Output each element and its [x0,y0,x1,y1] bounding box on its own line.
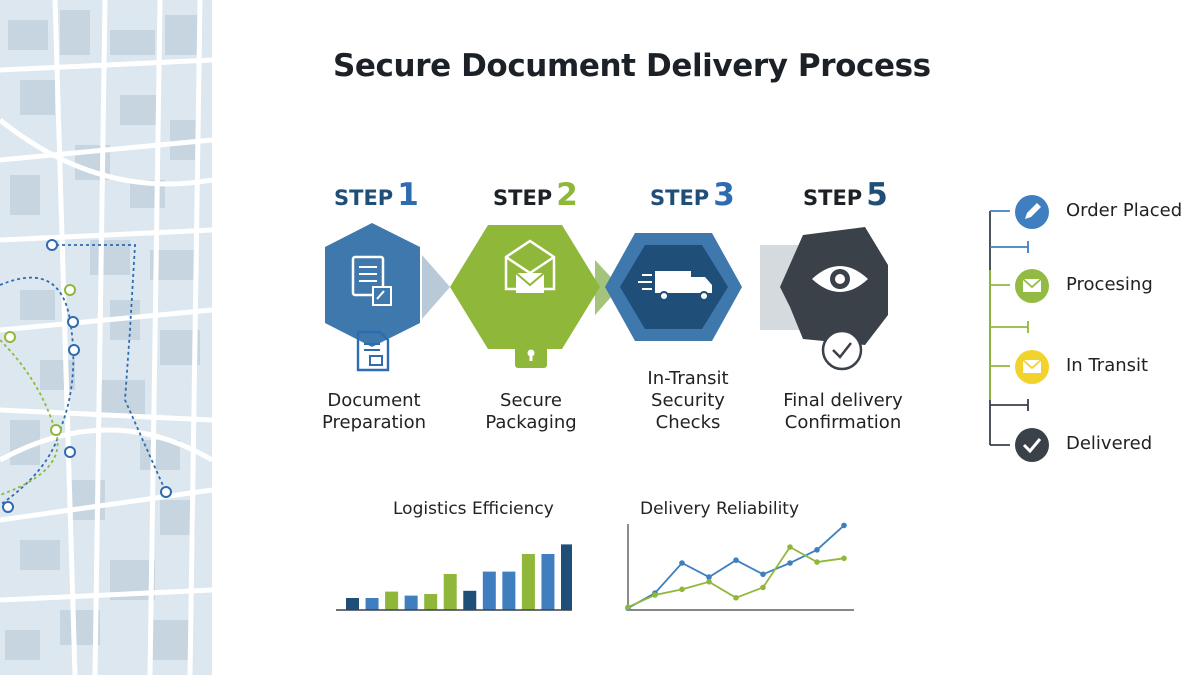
timeline-item-processing: Procesing [1066,274,1153,295]
timeline-item-order-placed: Order Placed [1066,200,1183,221]
mail-icon [1015,269,1049,303]
data-point [733,557,739,563]
bar [424,594,438,610]
data-point [760,584,766,591]
data-point [652,592,658,598]
mail-icon [1015,350,1049,384]
step-4-label: Final delivery Confirmation [758,390,928,434]
data-point [625,604,631,610]
step-word: STEP [334,186,394,210]
step-3-label: In-Transit Security Checks [603,368,773,434]
label-line: Document [327,390,421,411]
label-line: Final delivery [783,390,903,411]
step-number: 5 [866,177,888,213]
step-number: 3 [713,177,735,213]
checkmark-icon [1015,428,1049,462]
bar [521,554,535,610]
step-1-label: Document Preparation [289,390,459,434]
data-point [706,574,712,580]
document-icon [351,255,392,306]
label-line: In-Transit [647,368,729,389]
bar [346,598,359,610]
bar [443,574,457,610]
envelope-package-icon [504,239,556,293]
timeline-item-in-transit: In Transit [1066,355,1149,376]
map-background [0,0,212,675]
steps-graphic [325,223,888,349]
step-number: 2 [556,177,578,213]
map-illustration [0,0,212,675]
bar-chart [336,544,572,611]
data-point [787,560,793,566]
line-chart [625,522,854,611]
label-line: Security [651,390,725,411]
bar [365,598,379,610]
step-4-shape [780,227,888,345]
label-line: Packaging [485,412,577,433]
bar [404,595,418,610]
timeline-item-delivered: Delivered [1066,433,1153,454]
step-word: STEP [650,186,710,210]
step-word: STEP [493,186,553,210]
data-point [706,579,712,585]
bar-chart-title: Logistics Efficiency [393,499,554,519]
data-point [760,571,766,578]
bar [482,571,496,610]
eye-icon [812,266,868,292]
arrow-connector [422,255,450,319]
label-line: Secure [500,390,562,411]
label-line: Preparation [322,412,426,433]
bar [502,571,516,610]
padlock-icon [515,326,547,368]
data-point [814,547,820,553]
step-1-shape [325,223,420,347]
label-line: Checks [655,412,721,433]
data-point [814,559,820,565]
timeline-connector [989,210,1029,446]
step-number: 1 [397,177,419,213]
step-word: STEP [803,186,863,210]
step-2-shape [450,225,600,349]
line-chart-title: Delivery Reliability [640,499,800,519]
checkmark-circle-icon [821,329,863,371]
bar [561,544,572,610]
data-point [841,555,847,562]
data-point [733,594,739,601]
label-line: Confirmation [784,412,902,433]
data-point [841,522,847,529]
step-2-label: Secure Packaging [446,390,616,434]
page-title: Secure Document Delivery Process [333,48,931,84]
data-point [679,560,685,566]
data-point [679,586,685,593]
bar [463,590,477,610]
pencil-icon [1015,195,1049,229]
data-point [787,544,793,550]
document-stamp-icon [356,330,390,372]
bar [541,554,555,610]
bar [385,591,399,610]
truck-icon [638,271,712,301]
step-3-shape [605,233,742,341]
